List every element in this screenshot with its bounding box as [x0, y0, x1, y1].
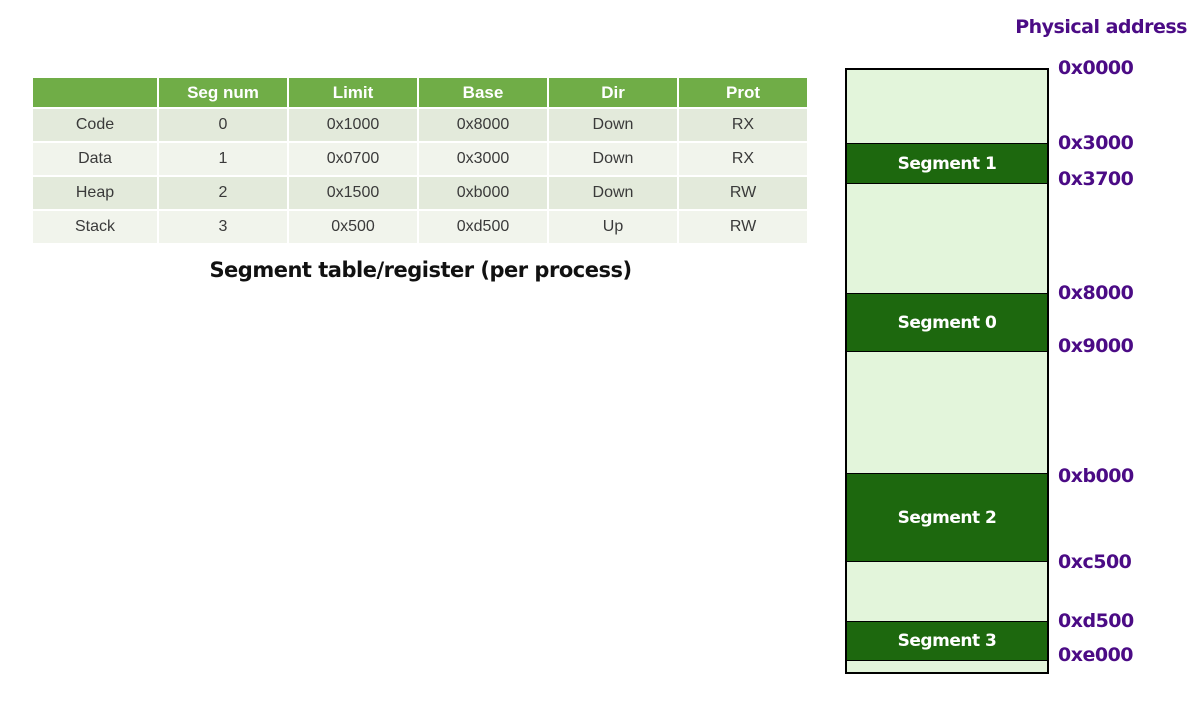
- cell-stack-limit: 0x500: [289, 211, 417, 243]
- address-label-0xb000: 0xb000: [1058, 465, 1134, 487]
- col-header-base: Base: [419, 78, 547, 107]
- col-header-limit: Limit: [289, 78, 417, 107]
- table-row-stack: Stack 3 0x500 0xd500 Up RW: [33, 211, 807, 243]
- segment-table: Seg num Limit Base Dir Prot Code 0 0x100…: [31, 76, 809, 245]
- cell-code-segnum: 0: [159, 109, 287, 141]
- cell-code-base: 0x8000: [419, 109, 547, 141]
- segment-2-band: Segment 2: [847, 473, 1047, 562]
- cell-stack-name: Stack: [33, 211, 157, 243]
- cell-data-prot: RX: [679, 143, 807, 175]
- address-label-0x0000: 0x0000: [1058, 57, 1134, 79]
- cell-heap-limit: 0x1500: [289, 177, 417, 209]
- cell-heap-segnum: 2: [159, 177, 287, 209]
- cell-data-dir: Down: [549, 143, 677, 175]
- address-label-0x8000: 0x8000: [1058, 282, 1134, 304]
- cell-stack-segnum: 3: [159, 211, 287, 243]
- cell-stack-base: 0xd500: [419, 211, 547, 243]
- cell-code-prot: RX: [679, 109, 807, 141]
- address-label-0x9000: 0x9000: [1058, 335, 1134, 357]
- address-label-0x3000: 0x3000: [1058, 132, 1134, 154]
- segment-0-band: Segment 0: [847, 293, 1047, 352]
- cell-heap-name: Heap: [33, 177, 157, 209]
- segment-table-header: Seg num Limit Base Dir Prot: [33, 78, 807, 107]
- col-header-prot: Prot: [679, 78, 807, 107]
- physical-address-title: Physical address: [1015, 16, 1187, 38]
- table-row-code: Code 0 0x1000 0x8000 Down RX: [33, 109, 807, 141]
- cell-data-segnum: 1: [159, 143, 287, 175]
- cell-data-limit: 0x0700: [289, 143, 417, 175]
- segment-3-band: Segment 3: [847, 621, 1047, 661]
- table-row-heap: Heap 2 0x1500 0xb000 Down RW: [33, 177, 807, 209]
- table-caption: Segment table/register (per process): [209, 258, 632, 282]
- address-label-0xd500: 0xd500: [1058, 610, 1134, 632]
- cell-code-limit: 0x1000: [289, 109, 417, 141]
- cell-heap-prot: RW: [679, 177, 807, 209]
- col-header-dir: Dir: [549, 78, 677, 107]
- cell-heap-dir: Down: [549, 177, 677, 209]
- cell-data-base: 0x3000: [419, 143, 547, 175]
- cell-stack-dir: Up: [549, 211, 677, 243]
- address-label-0xc500: 0xc500: [1058, 551, 1132, 573]
- cell-stack-prot: RW: [679, 211, 807, 243]
- cell-code-name: Code: [33, 109, 157, 141]
- cell-data-name: Data: [33, 143, 157, 175]
- table-row-data: Data 1 0x0700 0x3000 Down RX: [33, 143, 807, 175]
- col-header-seg-num: Seg num: [159, 78, 287, 107]
- address-label-0x3700: 0x3700: [1058, 168, 1134, 190]
- col-header-blank: [33, 78, 157, 107]
- cell-heap-base: 0xb000: [419, 177, 547, 209]
- header-row: Seg num Limit Base Dir Prot: [33, 78, 807, 107]
- address-label-0xe000: 0xe000: [1058, 644, 1134, 666]
- physical-memory-box: Segment 1 Segment 0 Segment 2 Segment 3: [845, 68, 1049, 674]
- segment-1-band: Segment 1: [847, 143, 1047, 184]
- cell-code-dir: Down: [549, 109, 677, 141]
- segment-table-body: Code 0 0x1000 0x8000 Down RX Data 1 0x07…: [33, 109, 807, 243]
